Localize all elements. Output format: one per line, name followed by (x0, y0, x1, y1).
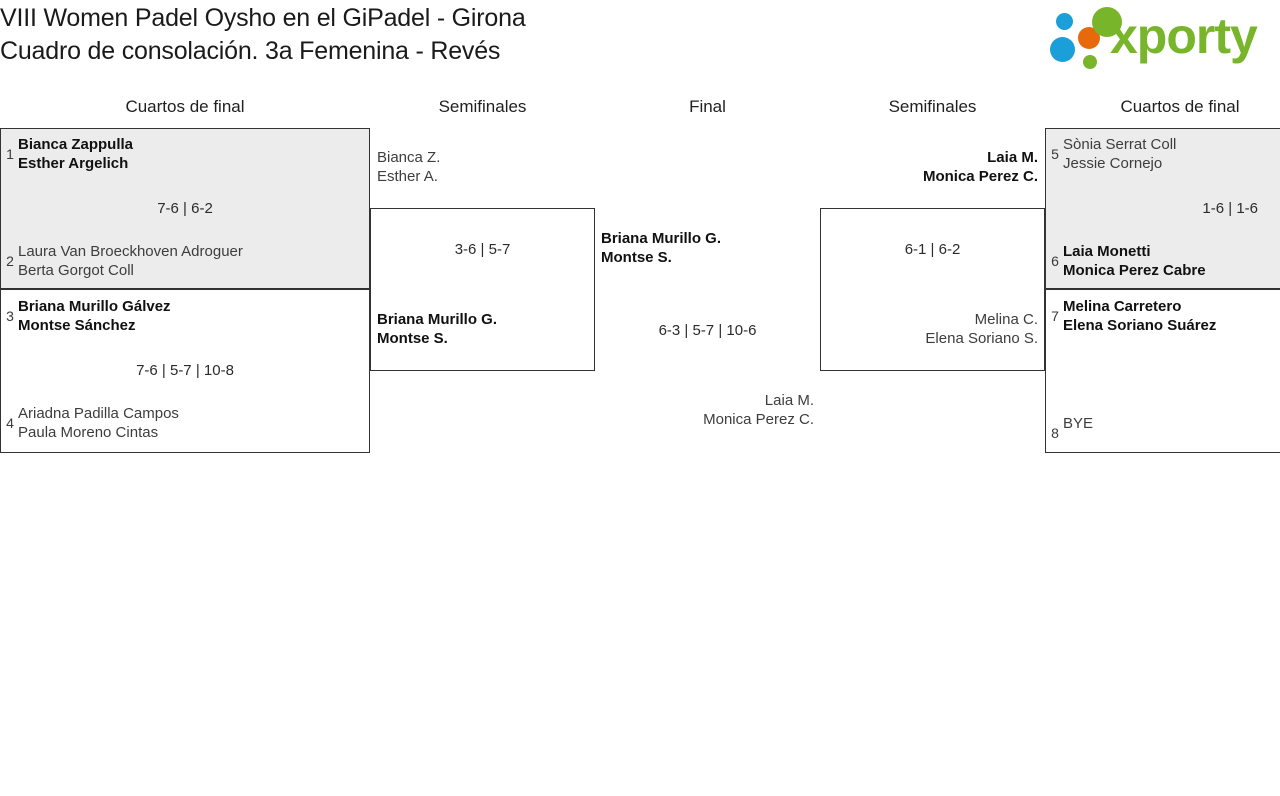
match-box-right-qf-1[interactable] (1045, 128, 1280, 289)
round-header-final: Final (689, 97, 726, 116)
orange-dot-icon (1078, 27, 1100, 49)
player-1: Briana Murillo G. (601, 230, 722, 247)
player-2: Montse Sánchez (18, 317, 136, 334)
player-1: Melina C. (974, 311, 1038, 328)
team-players: Laia Monetti Monica Perez Cabre (1063, 242, 1206, 280)
player-1: Ariadna Padilla Campos (18, 405, 179, 422)
seed-number: 4 (6, 415, 14, 431)
player-1: Sònia Serrat Coll (1063, 136, 1177, 153)
seed-number: 3 (6, 308, 14, 324)
player-1: Briana Murillo Gálvez (18, 298, 171, 315)
score-right-semifinal: 6-1 | 6-2 (904, 241, 961, 258)
player-2: Monica Perez Cabre (1063, 262, 1206, 279)
player-1: Laia M. (764, 392, 814, 409)
green-dot-large-icon (1092, 7, 1122, 37)
seed-number: 5 (1051, 146, 1059, 162)
player-1: Laia M. (987, 149, 1038, 166)
title-line-2: Cuadro de consolación. 3a Femenina - Rev… (0, 37, 501, 65)
score-left-qf-1: 7-6 | 6-2 (157, 200, 213, 217)
team-left-sf-bottom[interactable]: Briana Murillo G. Montse S. (377, 310, 587, 348)
team-right-sf-bottom[interactable]: Melina C. Elena Soriano S. (828, 310, 1038, 348)
team-left-sf-top[interactable]: Bianca Z. Esther A. (377, 148, 587, 186)
player-2: Berta Gorgot Coll (18, 262, 134, 279)
player-1: BYE (1063, 415, 1094, 432)
team-right-qf1-bottom[interactable]: 6 Laia Monetti Monica Perez Cabre (1047, 242, 1280, 280)
round-header-right-quarterfinals: Cuartos de final (1120, 97, 1240, 116)
player-1: Bianca Zappulla (18, 136, 134, 153)
team-right-sf-top[interactable]: Laia M. Monica Perez C. (828, 148, 1038, 186)
team-right-qf1-top[interactable]: 5 Sònia Serrat Coll Jessie Cornejo (1047, 135, 1280, 173)
seed-number: 6 (1051, 253, 1059, 269)
team-left-qf1-bottom[interactable]: 2 Laura Van Broeckhoven Adroguer Berta G… (2, 242, 362, 280)
seed-number: 8 (1051, 425, 1059, 441)
team-players: Briana Murillo G. Montse S. (601, 229, 721, 267)
team-players: Sònia Serrat Coll Jessie Cornejo (1063, 135, 1176, 173)
match-box-left-qf-2[interactable] (0, 289, 370, 453)
match-box-left-qf-1[interactable] (0, 128, 370, 289)
seed-number: 7 (1051, 308, 1059, 324)
team-left-qf2-bottom[interactable]: 4 Ariadna Padilla Campos Paula Moreno Ci… (2, 404, 362, 442)
score-left-semifinal: 3-6 | 5-7 (454, 241, 511, 258)
xporty-logo[interactable]: xporty (1048, 5, 1280, 69)
team-final-bottom[interactable]: Laia M. Monica Perez C. (599, 391, 814, 429)
team-players: Bianca Z. Esther A. (377, 148, 440, 186)
blue-dot-icon (1056, 13, 1073, 30)
player-1: Briana Murillo G. (377, 311, 498, 328)
team-players: Briana Murillo Gálvez Montse Sánchez (18, 297, 171, 335)
player-2: Esther Argelich (18, 155, 129, 172)
player-1: Laura Van Broeckhoven Adroguer (18, 243, 243, 260)
round-header-right-semifinals: Semifinales (888, 97, 977, 116)
player-2: Monica Perez C. (703, 411, 814, 428)
player-2: Monica Perez C. (922, 168, 1038, 185)
player-2: Paula Moreno Cintas (18, 424, 159, 441)
score-right-qf-1: 1-6 | 1-6 (1202, 200, 1258, 217)
team-players: Bianca Zappulla Esther Argelich (18, 135, 133, 173)
player-1: Melina Carretero (1063, 298, 1182, 315)
team-players: Briana Murillo G. Montse S. (377, 310, 497, 348)
player-1: Bianca Z. (377, 149, 441, 166)
tournament-title: VIII Women Padel Oysho en el GiPadel - G… (0, 2, 900, 68)
team-left-qf1-top[interactable]: 1 Bianca Zappulla Esther Argelich (2, 135, 362, 173)
match-box-left-semifinal[interactable] (370, 208, 595, 371)
score-final: 6-3 | 5-7 | 10-6 (658, 322, 757, 339)
team-right-qf2-top[interactable]: 7 Melina Carretero Elena Soriano Suárez (1047, 297, 1280, 335)
team-players: Laia M. Monica Perez C. (923, 148, 1038, 186)
player-2: Esther A. (377, 168, 438, 185)
team-left-qf2-top[interactable]: 3 Briana Murillo Gálvez Montse Sánchez (2, 297, 362, 335)
logo-dots-icon (1048, 5, 1122, 69)
page-header: VIII Women Padel Oysho en el GiPadel - G… (0, 0, 1280, 80)
match-box-right-qf-2[interactable] (1045, 289, 1280, 453)
logo-wordmark: xporty (1110, 8, 1258, 64)
player-2: Jessie Cornejo (1063, 155, 1163, 172)
player-1: Laia Monetti (1063, 243, 1151, 260)
team-players: Melina C. Elena Soriano S. (925, 310, 1038, 348)
seed-number: 1 (6, 146, 14, 162)
match-box-right-semifinal[interactable] (820, 208, 1045, 371)
blue-dot-large-icon (1050, 37, 1075, 62)
player-2: Elena Soriano S. (925, 330, 1038, 347)
team-players: Laia M. Monica Perez C. (703, 391, 814, 429)
seed-number: 2 (6, 253, 14, 269)
team-players: Melina Carretero Elena Soriano Suárez (1063, 297, 1216, 335)
team-players: Laura Van Broeckhoven Adroguer Berta Gor… (18, 242, 243, 280)
title-line-1: VIII Women Padel Oysho en el GiPadel - G… (0, 4, 526, 32)
team-players: Ariadna Padilla Campos Paula Moreno Cint… (18, 404, 179, 442)
player-2: Elena Soriano Suárez (1063, 317, 1217, 334)
round-header-left-semifinals: Semifinales (438, 97, 527, 116)
team-right-qf2-bottom[interactable]: 8 BYE (1047, 414, 1280, 443)
score-left-qf-2: 7-6 | 5-7 | 10-8 (136, 362, 234, 379)
player-2: Montse S. (601, 249, 672, 266)
round-header-left-quarterfinals: Cuartos de final (125, 97, 245, 116)
green-dot-small-icon (1083, 55, 1097, 69)
player-2: Montse S. (377, 330, 448, 347)
team-players: BYE (1063, 414, 1093, 433)
team-final-top[interactable]: Briana Murillo G. Montse S. (601, 229, 816, 267)
